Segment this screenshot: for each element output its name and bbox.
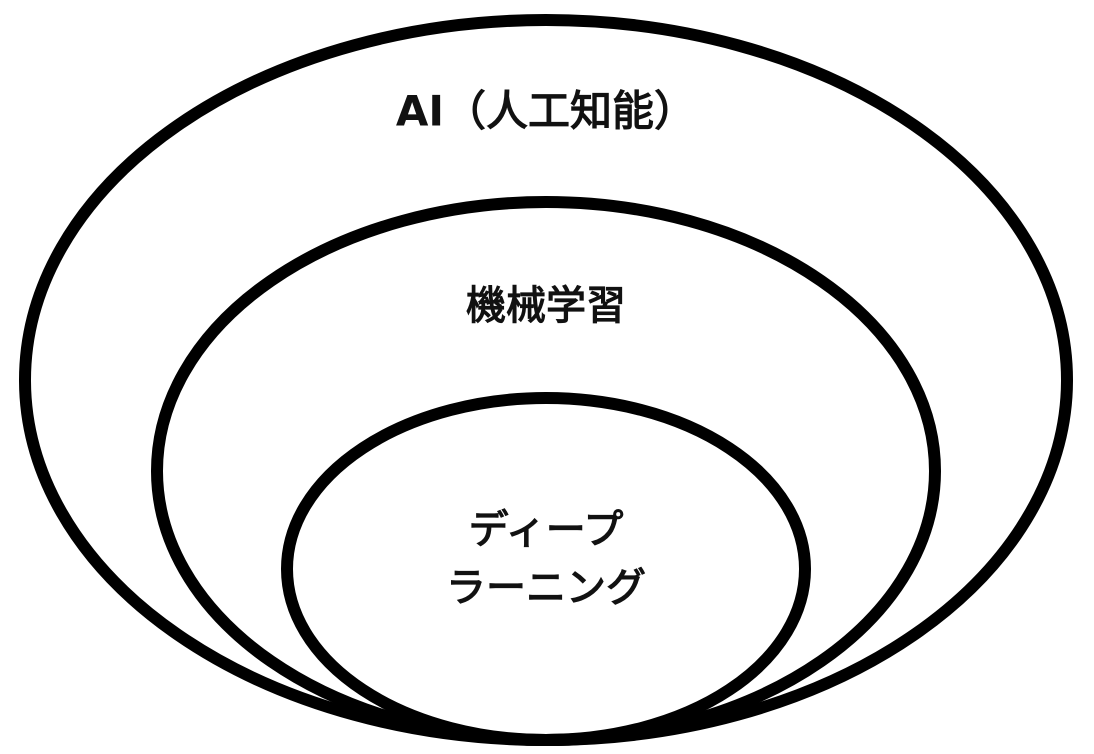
machine-learning-label: 機械学習 bbox=[466, 283, 626, 329]
deep-learning-label-line-2: ラーニング bbox=[446, 565, 646, 611]
deep-learning-label-line-1: ディープ bbox=[469, 507, 624, 553]
ai-label: AI（人工知能） bbox=[396, 87, 696, 136]
deep-learning-ring bbox=[281, 392, 811, 746]
